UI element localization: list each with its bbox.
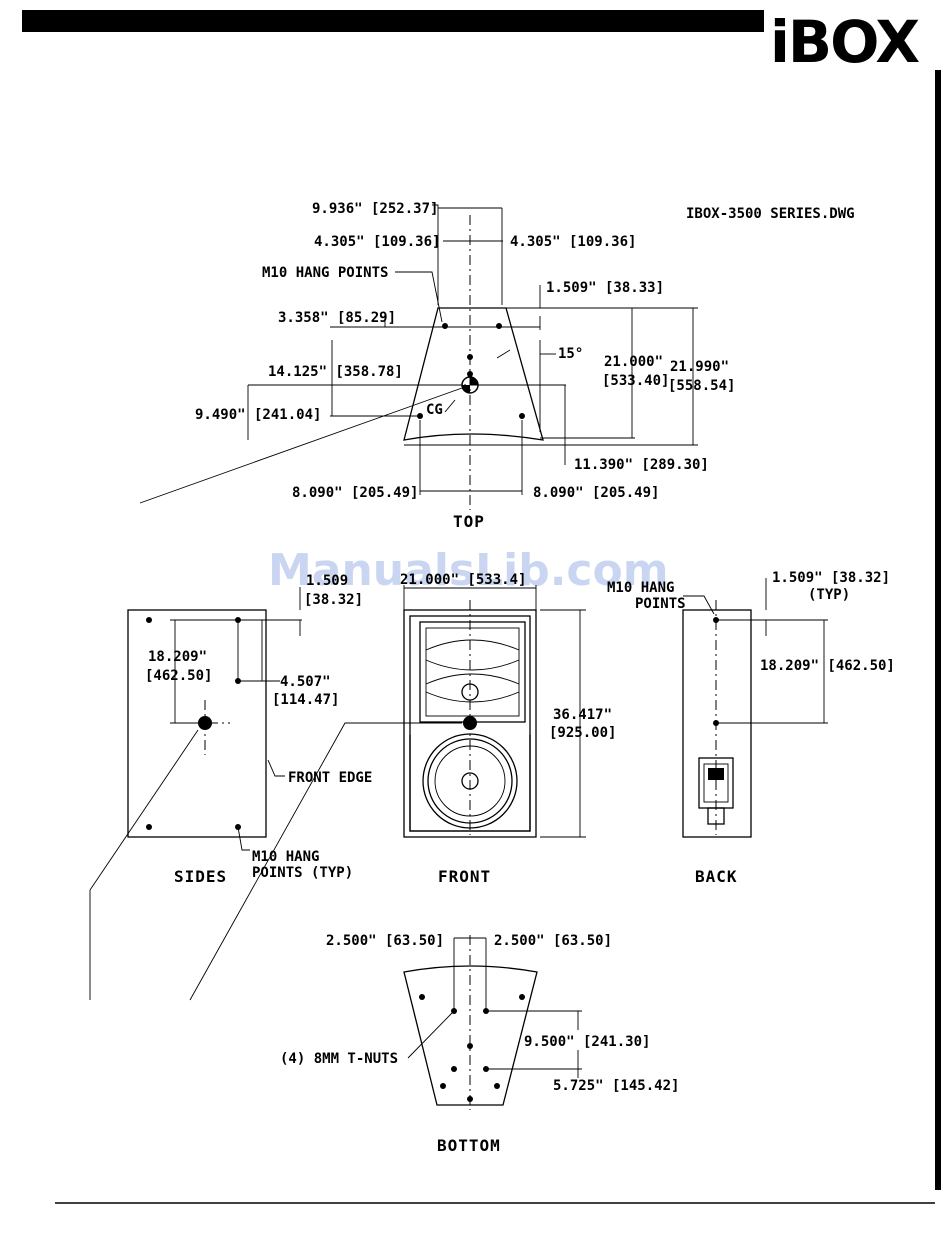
- label-cg: CG: [426, 402, 443, 418]
- top-hang-point: [519, 413, 525, 419]
- dim-front-left: 8.090" [205.49]: [292, 485, 418, 501]
- dim-bottom-depth-b: 5.725" [145.42]: [553, 1078, 679, 1094]
- cg-leader-line: [139, 387, 463, 504]
- dim-right-half: 4.305" [109.36]: [510, 234, 636, 250]
- header-bar: [22, 10, 764, 32]
- top-hang-point: [442, 323, 448, 329]
- right-border: [935, 70, 941, 1190]
- dim-height-b: [462.50]: [145, 668, 212, 684]
- dim-bottom-right: 2.500" [63.50]: [494, 933, 612, 949]
- dim-front-width: 21.000" [533.4]: [400, 572, 526, 588]
- horn-outline: [419, 621, 526, 723]
- watermark: ManualsLib.com: [268, 545, 669, 596]
- dim-back-height: 18.209" [462.50]: [760, 658, 895, 674]
- top-hang-point: [467, 371, 473, 377]
- dim-width-between: 9.936" [252.37]: [312, 201, 438, 217]
- dim-top-offset-b: [38.32]: [304, 592, 363, 608]
- woofer-outer: [422, 733, 518, 829]
- dim-hang-depth: 3.358" [85.29]: [278, 310, 396, 326]
- woofer-surround: [427, 738, 513, 824]
- label-front-edge: FRONT EDGE: [288, 770, 372, 786]
- dim-bottom-depth-a: 9.500" [241.30]: [524, 1034, 650, 1050]
- dim-cg-depth: 14.125" [358.78]: [268, 364, 403, 380]
- bottom-cabinet-outline: [403, 965, 538, 1106]
- sides-view: 1.509 [38.32] 18.209" [462.50] 4.507" [1…: [89, 573, 372, 1000]
- view-label-back: BACK: [695, 867, 738, 886]
- brand-logo: iBOX: [770, 8, 919, 76]
- top-hang-point: [496, 323, 502, 329]
- dim-depth-inner-mm: [533.40]: [602, 373, 669, 389]
- dim-cg-height: 9.490" [241.04]: [195, 407, 321, 423]
- label-back-hang-b: POINTS: [635, 596, 686, 612]
- dim-height-a: 18.209": [148, 649, 207, 665]
- dim-front-offset: 11.390" [289.30]: [574, 457, 709, 473]
- back-cabinet-outline: [682, 609, 752, 838]
- label-hang-a: M10 HANG: [252, 849, 319, 865]
- dim-depth-b: [114.47]: [272, 692, 339, 708]
- sides-cg-leader: [89, 729, 199, 891]
- view-label-bottom: BOTTOM: [437, 1136, 501, 1155]
- label-hang-points: M10 HANG POINTS: [262, 265, 388, 281]
- woofer-cone: [434, 745, 506, 817]
- front-view: 21.000" [533.4] 36.417" [925.00] FRONT: [189, 572, 616, 1001]
- label-tnuts: (4) 8MM T-NUTS: [280, 1051, 398, 1067]
- dim-bottom-left: 2.500" [63.50]: [326, 933, 444, 949]
- view-label-sides: SIDES: [174, 867, 227, 886]
- woofer-dustcap: [461, 772, 479, 790]
- dim-depth-outer: 21.990": [670, 359, 729, 375]
- view-label-front: FRONT: [438, 867, 491, 886]
- dim-depth-a: 4.507": [280, 674, 331, 690]
- dim-left-half: 4.305" [109.36]: [314, 234, 440, 250]
- view-label-top: TOP: [453, 512, 485, 531]
- input-connector: [707, 807, 725, 825]
- dim-rear-offset: 1.509" [38.33]: [546, 280, 664, 296]
- dim-depth-outer-mm: [558.54]: [668, 378, 735, 394]
- dim-front-right: 8.090" [205.49]: [533, 485, 659, 501]
- dim-front-height-b: [925.00]: [549, 725, 616, 741]
- back-view: M10 HANG POINTS 1.509" [38.32] (TYP) 18.…: [607, 570, 895, 886]
- dim-back-offset-b: (TYP): [808, 587, 850, 603]
- top-view: 9.936" [252.37] 4.305" [109.36] 4.305" […: [139, 201, 735, 531]
- label-hang-b: POINTS (TYP): [252, 865, 353, 881]
- dim-top-offset-a: 1.509: [306, 573, 348, 589]
- front-cg-marker: [463, 716, 477, 730]
- label-back-hang-a: M10 HANG: [607, 580, 674, 596]
- drawing-title: IBOX-3500 SERIES.DWG: [686, 206, 855, 222]
- sides-cabinet-outline: [127, 609, 267, 838]
- bottom-view: 2.500" [63.50] 2.500" [63.50] 9.500" [24…: [280, 933, 679, 1155]
- front-cg-leader: [189, 722, 462, 1001]
- top-cabinet-outline: [403, 307, 544, 441]
- dim-angle: 15°: [558, 346, 583, 362]
- dim-depth-inner: 21.000": [604, 354, 663, 370]
- top-hang-point: [467, 354, 473, 360]
- dim-front-height-a: 36.417": [553, 707, 612, 723]
- dim-back-offset-a: 1.509" [38.32]: [772, 570, 890, 586]
